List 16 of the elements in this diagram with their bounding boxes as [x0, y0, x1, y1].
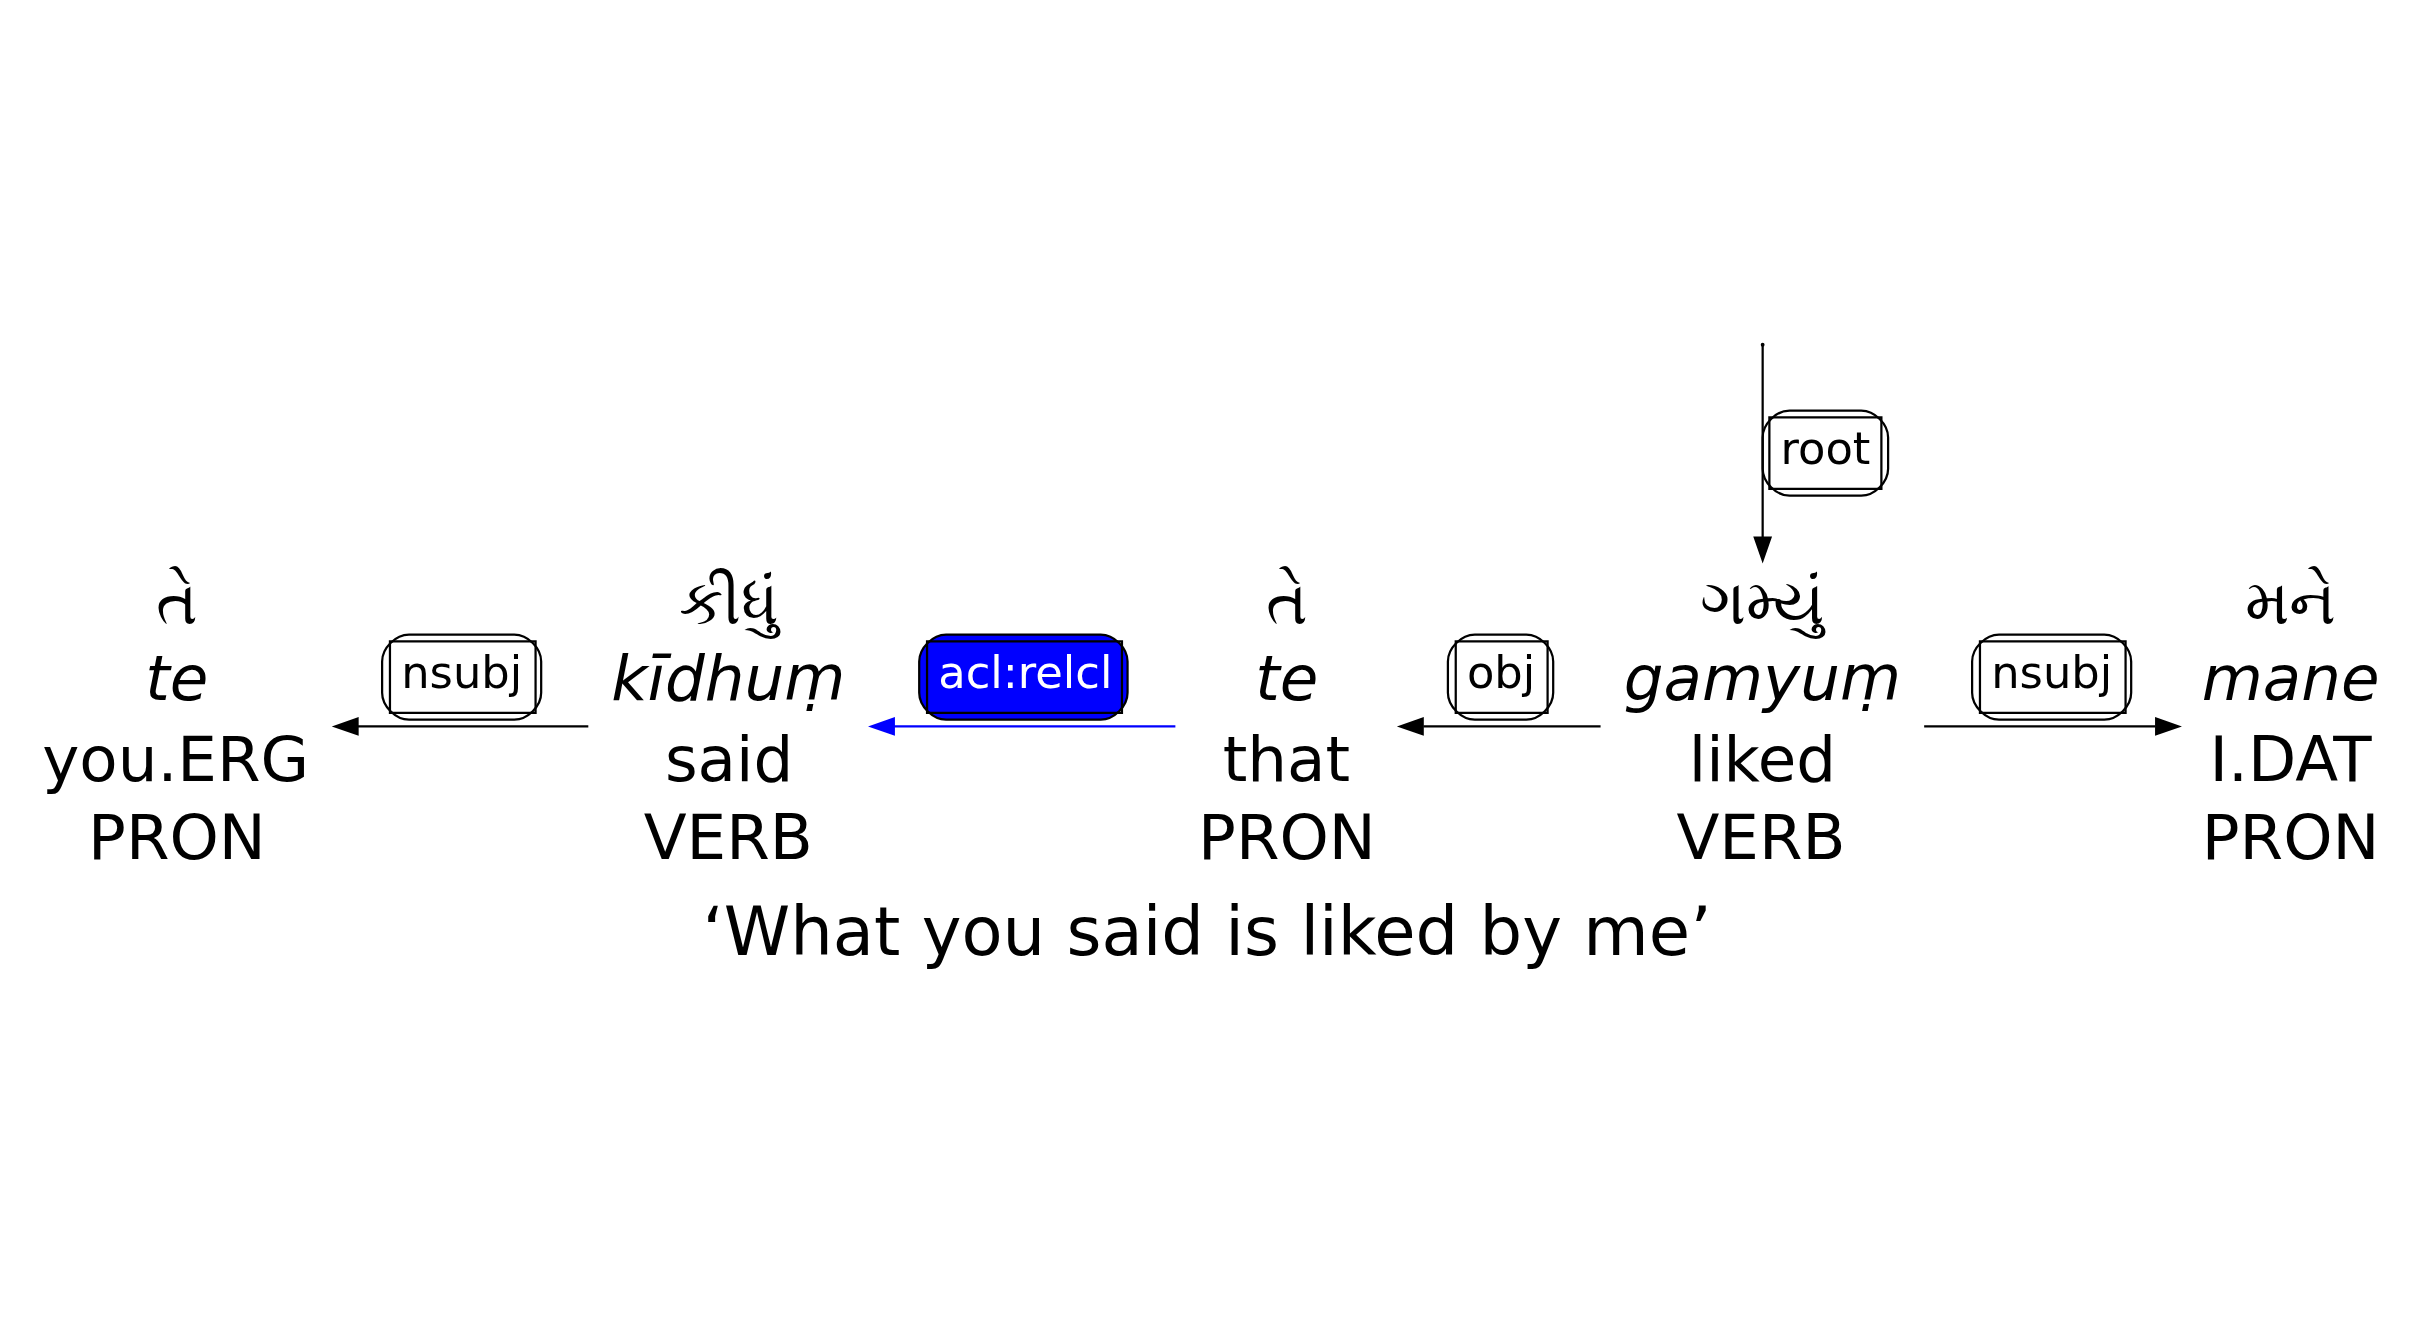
arrow	[1924, 716, 2182, 736]
caption: ‘What you said is liked by me’	[702, 892, 1712, 971]
edge-label: acl:relcl	[938, 645, 1113, 699]
node-text: તે te you.ERG PRON	[42, 565, 310, 874]
node-text: ગમ્યું gamyuṃ liked VERB	[1623, 565, 1902, 874]
edge-label: nsubj	[1991, 645, 2113, 699]
edge-label: root	[1780, 421, 1871, 475]
node-text: તે te that PRON	[1198, 565, 1376, 874]
node-text: કીધું kīdhuṃ said VERB	[611, 565, 846, 874]
edge-label: obj	[1466, 645, 1536, 699]
arrow	[1396, 716, 1601, 736]
arrow	[868, 716, 1176, 736]
edge-label: nsubj	[401, 645, 523, 699]
arrow	[331, 716, 589, 736]
arrow	[1753, 345, 1773, 563]
node-text: મને mane I.DAT PRON	[2201, 565, 2380, 874]
